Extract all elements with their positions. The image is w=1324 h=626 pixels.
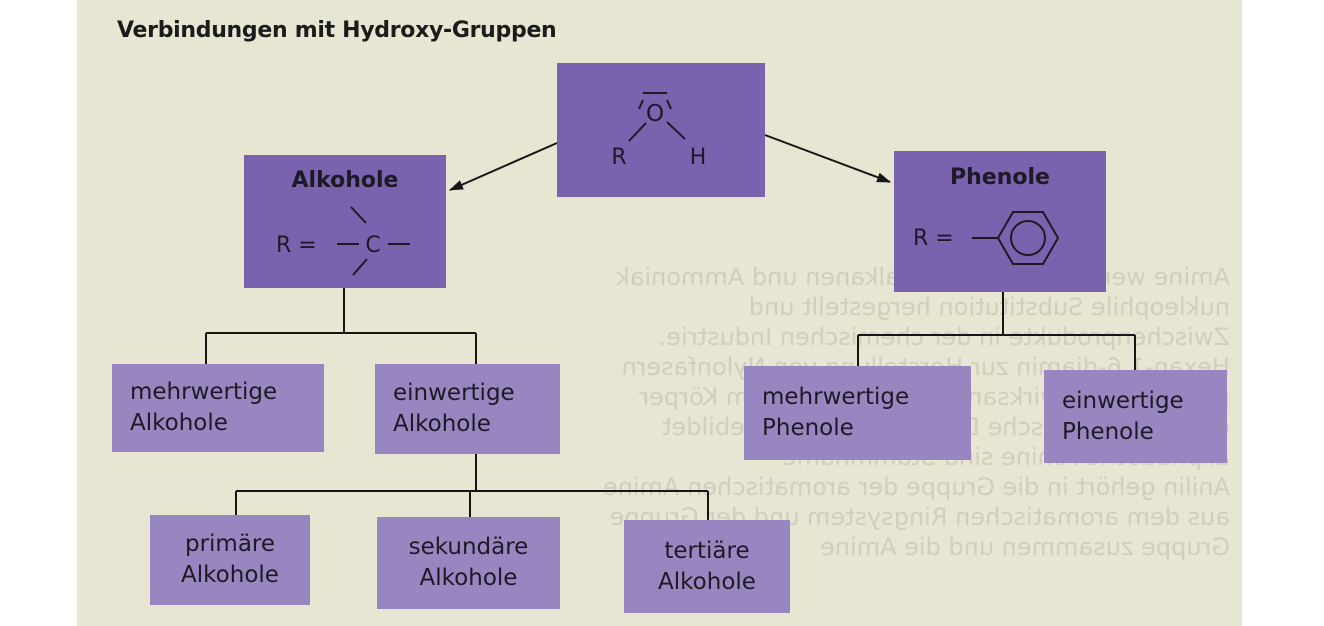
box-label-line2: Phenole: [1062, 418, 1154, 445]
oxygen-atom: O: [646, 101, 664, 127]
alkohole-branch: [205, 288, 477, 364]
einwertige-alkohole-box: einwertige Alkohole: [375, 364, 560, 454]
einwertige-branch: [235, 454, 709, 520]
mehrwertige-alkohole-box: mehrwertige Alkohole: [112, 364, 324, 452]
r-atom: R: [611, 145, 626, 170]
box-label-line1: einwertige: [1062, 387, 1184, 414]
alkohole-formula-prefix: R =: [276, 233, 317, 258]
h-atom: H: [690, 145, 707, 170]
box-label-line2: Alkohole: [393, 411, 491, 437]
box-label-line1: primäre: [184, 531, 276, 557]
alkohole-heading: Alkohole: [291, 168, 399, 193]
alkyl-structure-diagram: R = C: [276, 206, 410, 276]
tertiaere-alkohole-box: tertiäre Alkohole: [624, 520, 790, 613]
box-label-line2: Alkohole: [181, 562, 279, 588]
phenole-formula-prefix: R =: [913, 226, 954, 251]
box-label-line2: Phenole: [762, 415, 854, 441]
box-label-line1: einwertige: [393, 380, 515, 406]
box-label-line2: Alkohole: [130, 410, 228, 436]
arrow-to-phenole: [764, 134, 891, 183]
box-label-line1: mehrwertige: [762, 384, 910, 410]
sekundaere-alkohole-box: sekundäre Alkohole: [377, 517, 560, 609]
primaere-alkohole-box: primäre Alkohole: [150, 515, 310, 605]
box-label-line1: tertiäre: [664, 537, 750, 564]
box-label-line1: mehrwertige: [130, 379, 278, 405]
benzene-ring-icon: [996, 211, 1060, 265]
phenole-heading: Phenole: [950, 165, 1050, 190]
arrow-to-alkohole: [449, 142, 558, 191]
mehrwertige-phenole-box: mehrwertige Phenole: [744, 366, 971, 460]
diagram-title: Verbindungen mit Hydroxy-Gruppen: [117, 18, 557, 43]
root-hydroxy-box: O R H: [557, 63, 765, 197]
carbon-atom: C: [365, 233, 380, 258]
einwertige-phenole-box: einwertige Phenole: [1044, 370, 1227, 463]
hydroxy-structure-diagram: O R H: [611, 92, 707, 170]
box-label-line2: Alkohole: [419, 565, 518, 591]
phenole-box: Phenole R =: [894, 151, 1106, 292]
phenyl-structure-diagram: R =: [913, 211, 1060, 265]
alkohole-box: Alkohole R = C: [244, 155, 446, 288]
box-label-line2: Alkohole: [658, 568, 756, 595]
box-label-line1: sekundäre: [408, 534, 529, 560]
phenole-branch: [857, 292, 1136, 370]
